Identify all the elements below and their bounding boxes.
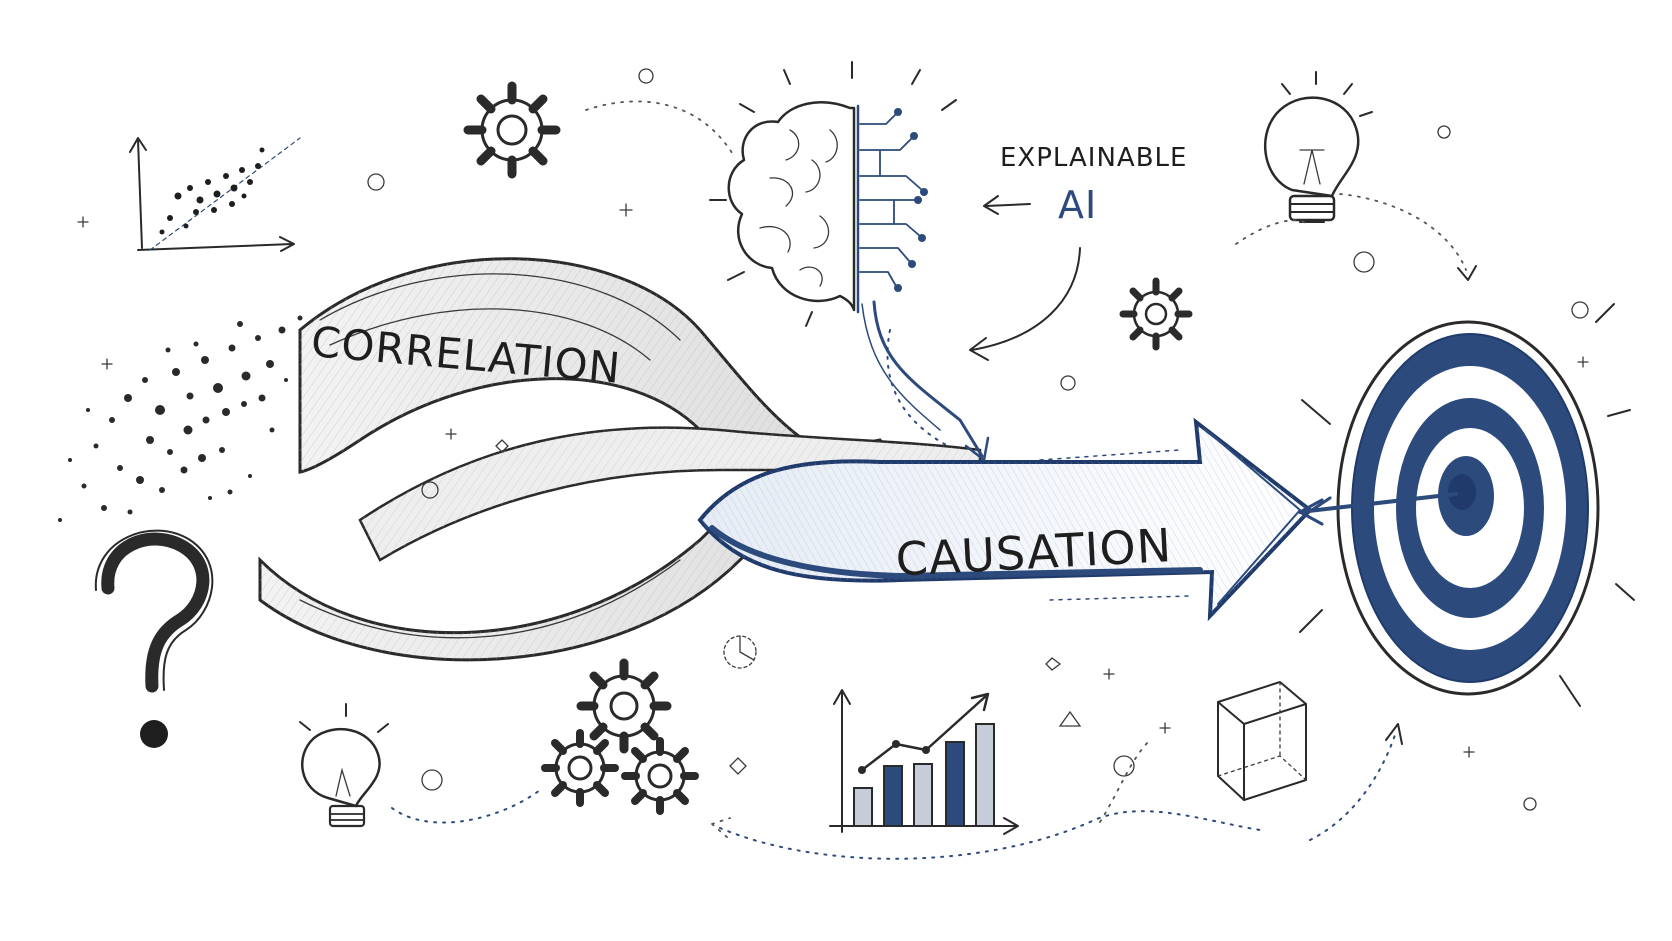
pie-chart-icon [723, 635, 757, 669]
question-mark-icon: ? [94, 529, 214, 748]
gear-icon [1119, 277, 1193, 351]
cube-icon [1217, 681, 1307, 801]
bar-5 [975, 723, 995, 827]
gear-icon [463, 81, 561, 179]
dotted-connectors [391, 100, 1477, 860]
bar-4 [945, 741, 965, 827]
causation-arrow [697, 417, 1313, 622]
lightbulb-icon [299, 703, 389, 828]
bar-2 [883, 765, 903, 827]
ai-label: AI [1058, 183, 1097, 227]
decorative-marks [77, 68, 1589, 811]
lightbulb-icon [1264, 71, 1373, 223]
scatter-plot-icon [129, 137, 301, 252]
explainable-ai-annotation: EXPLAINABLE AI [969, 143, 1187, 361]
explainable-label: EXPLAINABLE [1000, 143, 1187, 173]
bar-3 [913, 763, 933, 827]
question-mark-dot [140, 720, 168, 748]
brain-circuit-icon [709, 61, 990, 462]
gear-cluster-icon [541, 658, 699, 815]
correlation-ribbon [258, 257, 982, 662]
particle-spray [58, 315, 303, 522]
bar-1 [853, 787, 873, 827]
target-icon [1298, 303, 1635, 707]
bar-chart-icon [829, 689, 1019, 835]
